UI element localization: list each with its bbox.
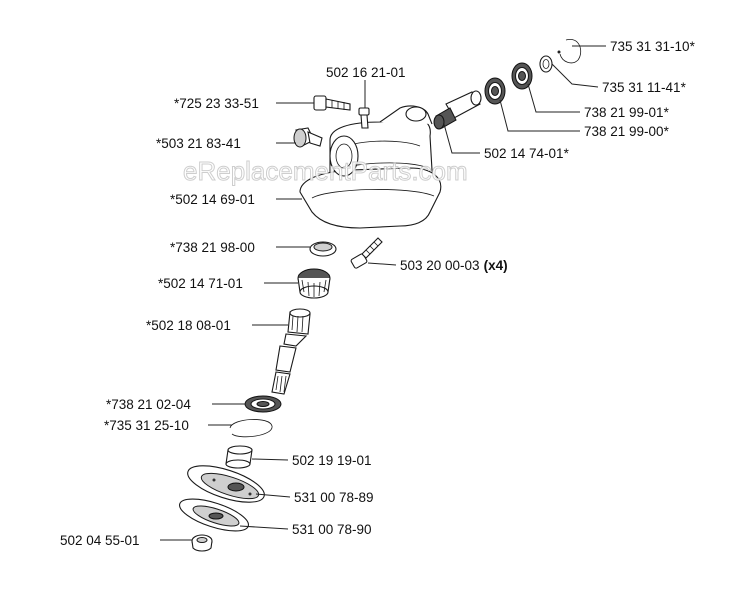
pinion-gear-drawing [433, 90, 482, 130]
label-502-04-55-01: 502 04 55-01 [60, 533, 140, 548]
label-502-19-19-01: 502 19 19-01 [292, 453, 372, 468]
label-735-31-11-41: 735 31 11-41* [602, 80, 687, 95]
gear-housing-drawing [299, 105, 442, 229]
label-738-21-99-00: 738 21 99-00* [584, 124, 670, 139]
bearing-upper-drawing [511, 62, 533, 90]
screw-503-20-drawing [350, 237, 383, 269]
output-shaft-drawing [271, 308, 311, 395]
label-735-31-25-10: *735 31 25-10 [104, 418, 189, 433]
bearing-lower-drawing [484, 77, 506, 105]
label-503-20-00-03-number: 503 20 00-03 [400, 258, 480, 273]
label-738-21-99-01: 738 21 99-01* [584, 105, 670, 120]
nut-drawing [191, 534, 213, 552]
label-738-21-98-00: *738 21 98-00 [170, 240, 255, 255]
label-502-16-21-01: 502 16 21-01 [326, 65, 406, 80]
label-502-14-69-01: *502 14 69-01 [170, 192, 255, 207]
label-503-21-83-41: *503 21 83-41 [156, 136, 241, 151]
circlip-drawing [557, 38, 582, 64]
bearing-738-02-drawing [244, 395, 282, 413]
leader-lines [160, 45, 606, 541]
label-503-20-00-03-qty: (x4) [484, 258, 508, 273]
support-cup-lower-drawing [179, 498, 249, 532]
circlip-735-25-drawing [229, 419, 273, 438]
label-738-21-02-04: *738 21 02-04 [106, 397, 191, 412]
support-cup-drawing [187, 465, 265, 503]
label-502-14-74-01: 502 14 74-01* [484, 146, 570, 161]
small-ring-drawing [539, 55, 553, 73]
label-502-14-71-01: *502 14 71-01 [158, 276, 243, 291]
ring-738-98-drawing [309, 241, 337, 257]
label-502-18-08-01: *502 18 08-01 [146, 318, 231, 333]
label-531-00-78-89: 531 00 78-89 [294, 490, 374, 505]
screw-502-16-drawing [358, 107, 370, 129]
label-503-20-00-03: 503 20 00-03 (x4) [400, 258, 508, 273]
bevel-gear-drawing [297, 268, 331, 299]
label-531-00-78-90: 531 00 78-90 [292, 522, 372, 537]
watermark: eReplacementParts.com [183, 156, 468, 186]
label-735-31-31-10: 735 31 31-10* [610, 39, 696, 54]
label-725-23-33-51: *725 23 33-51 [174, 96, 259, 111]
screw-725-drawing [313, 95, 351, 111]
plug-503-21-drawing [293, 127, 323, 148]
sleeve-drawing [225, 445, 253, 469]
